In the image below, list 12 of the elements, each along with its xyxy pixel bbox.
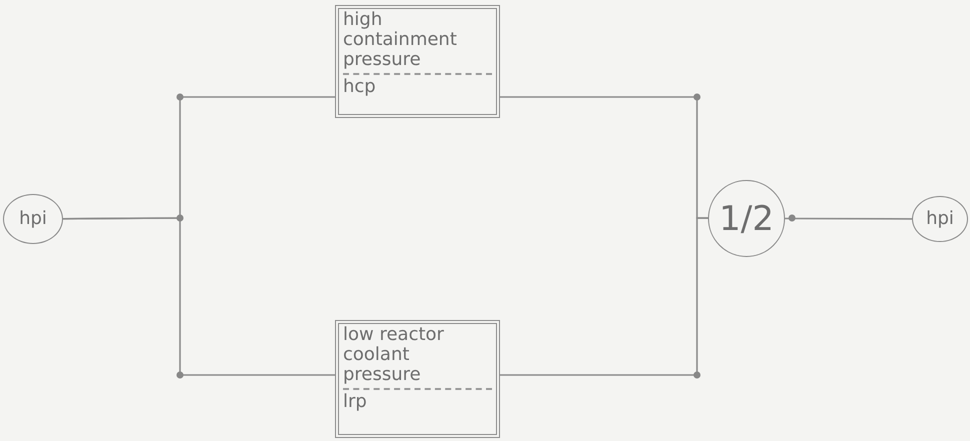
block-box: [335, 5, 500, 118]
node-label: hpi: [19, 209, 47, 229]
connector-line: [785, 218, 912, 220]
connector-line: [500, 217, 708, 376]
block-box: [335, 320, 500, 438]
node-label: low reactor coolant pressure: [343, 325, 445, 385]
node-label: high containment pressure: [343, 10, 458, 70]
node-label: 1/2: [719, 200, 774, 236]
connector-line: [63, 217, 335, 376]
node-label: hpi: [926, 209, 954, 229]
node-code: lrp: [343, 388, 492, 412]
node-code: hcp: [343, 73, 492, 97]
